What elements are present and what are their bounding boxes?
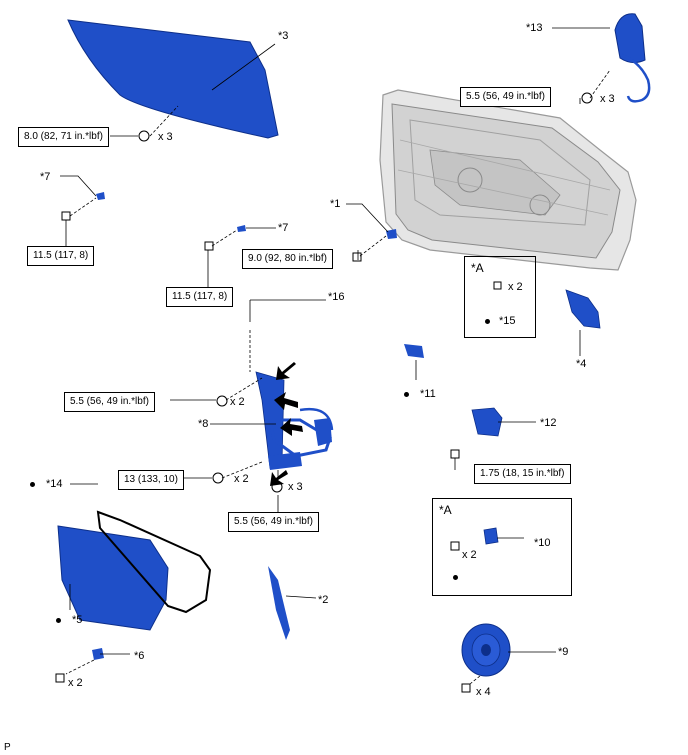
qty-glass: x 3 bbox=[158, 131, 173, 143]
clip-7b bbox=[237, 225, 246, 232]
qty-9: x 4 bbox=[476, 686, 491, 698]
callout-13: *13 bbox=[526, 22, 543, 34]
leader-lines bbox=[60, 27, 611, 685]
callout-9: *9 bbox=[558, 646, 569, 658]
qty-a2: x 2 bbox=[462, 549, 477, 561]
callout-6: *6 bbox=[134, 650, 145, 662]
callout-12: *12 bbox=[540, 417, 557, 429]
detail-frame-a1: *A *15 bbox=[464, 256, 536, 338]
callout-10: *10 bbox=[534, 537, 551, 549]
part-11 bbox=[404, 344, 424, 358]
qty-mirror: x 3 bbox=[600, 93, 615, 105]
callout-7b: *7 bbox=[278, 222, 289, 234]
window-regulator bbox=[255, 371, 334, 470]
figure-code: P bbox=[4, 742, 11, 753]
callout-16: *16 bbox=[328, 291, 345, 303]
part-10 bbox=[483, 527, 499, 545]
qty-6: x 2 bbox=[68, 677, 83, 689]
callout-2: *2 bbox=[318, 594, 329, 606]
qty-a1: x 2 bbox=[508, 281, 523, 293]
service-hole-cover bbox=[57, 525, 169, 631]
callout-5: *5 bbox=[72, 614, 83, 626]
callout-8: *8 bbox=[198, 418, 209, 430]
callout-3: *3 bbox=[278, 30, 289, 42]
part-12 bbox=[471, 407, 503, 437]
torque-glass: 8.0 (82, 71 in.*lbf) bbox=[18, 127, 109, 147]
fasteners bbox=[55, 92, 593, 693]
qty-regulator-low: x 3 bbox=[288, 481, 303, 493]
clip-6 bbox=[92, 648, 104, 660]
frame-a2-label: *A bbox=[439, 503, 452, 517]
callout-7a: *7 bbox=[40, 171, 51, 183]
callout-4: *4 bbox=[576, 358, 587, 370]
outer-mirror bbox=[614, 13, 651, 103]
clip-7a bbox=[96, 192, 105, 200]
assembly-arrows bbox=[270, 362, 303, 486]
torque-regulator-mid: 13 (133, 10) bbox=[118, 470, 184, 490]
bullet-dot-14 bbox=[30, 482, 35, 487]
speaker bbox=[461, 623, 511, 677]
clip-1 bbox=[386, 229, 397, 239]
torque-regulator-upper: 5.5 (56, 49 in.*lbf) bbox=[64, 392, 155, 412]
part-4 bbox=[565, 289, 601, 329]
door-panel bbox=[379, 89, 637, 271]
torque-12: 1.75 (18, 15 in.*lbf) bbox=[474, 464, 571, 484]
qty-regulator-mid: x 2 bbox=[234, 473, 249, 485]
torque-7a: 11.5 (117, 8) bbox=[27, 246, 95, 266]
frame-a1-label: *A bbox=[471, 261, 484, 275]
seal-line bbox=[96, 510, 212, 614]
qty-regulator-upper: x 2 bbox=[230, 396, 245, 408]
bullet-dot bbox=[485, 319, 490, 324]
callout-1: *1 bbox=[330, 198, 341, 210]
trim-2 bbox=[268, 566, 290, 640]
bullet-dot-11 bbox=[404, 392, 409, 397]
callout-15: *15 bbox=[499, 315, 516, 327]
bullet-dot-5 bbox=[56, 618, 61, 623]
callout-14: *14 bbox=[46, 478, 63, 490]
detail-frame-a2: *A bbox=[432, 498, 572, 596]
door-glass bbox=[67, 19, 279, 139]
torque-mirror: 5.5 (56, 49 in.*lbf) bbox=[460, 87, 551, 107]
torque-regulator-low: 5.5 (56, 49 in.*lbf) bbox=[228, 512, 319, 532]
torque-door: 9.0 (92, 80 in.*lbf) bbox=[242, 249, 333, 269]
callout-11: *11 bbox=[420, 388, 436, 400]
bullet-dot bbox=[453, 575, 458, 580]
torque-7b: 11.5 (117, 8) bbox=[166, 287, 234, 307]
